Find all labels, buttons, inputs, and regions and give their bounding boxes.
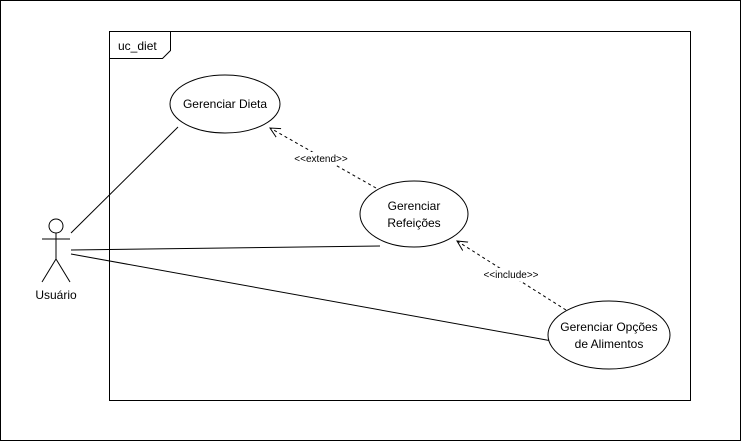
actor-usuario[interactable]: Usuário bbox=[35, 218, 77, 302]
include-label: <<include>> bbox=[483, 270, 538, 281]
boundary-tab bbox=[109, 31, 171, 59]
usecase-gerenciar-dieta[interactable]: Gerenciar Dieta bbox=[169, 74, 281, 134]
boundary-rect bbox=[109, 31, 691, 401]
usecase-gerenciar-opcoes-alimentos[interactable]: Gerenciar Opções de Alimentos bbox=[547, 300, 671, 370]
include-relationship: <<include>> bbox=[457, 241, 567, 311]
usecase-label-line-2: Refeições bbox=[387, 216, 440, 230]
usecase-label: Gerenciar Dieta bbox=[183, 97, 267, 111]
system-boundary: uc_diet bbox=[109, 31, 691, 401]
extend-relationship: <<extend>> bbox=[270, 128, 377, 189]
usecase-label-line-1: Gerenciar Opções bbox=[560, 320, 657, 334]
usecase-label-line-2: de Alimentos bbox=[575, 337, 644, 351]
association-usuario-dieta bbox=[70, 126, 179, 234]
usecase-label-line-1: Gerenciar bbox=[388, 199, 441, 213]
usecase-ellipse bbox=[359, 180, 469, 248]
extend-label: <<extend>> bbox=[294, 154, 348, 165]
usecase-ellipse bbox=[547, 300, 671, 370]
association-usuario-refeicoes bbox=[70, 245, 381, 251]
usecase-ellipse bbox=[169, 74, 281, 134]
include-label-bg bbox=[479, 268, 543, 281]
actor-right-leg bbox=[55, 258, 71, 283]
actor-head bbox=[48, 218, 64, 234]
association-usuario-opcoes bbox=[70, 253, 553, 342]
boundary-title: uc_diet bbox=[118, 39, 157, 53]
usecase-gerenciar-refeicoes[interactable]: Gerenciar Refeições bbox=[359, 180, 469, 248]
extend-label-bg bbox=[290, 152, 352, 165]
actor-label: Usuário bbox=[35, 288, 77, 302]
actor-left-leg bbox=[41, 258, 57, 283]
